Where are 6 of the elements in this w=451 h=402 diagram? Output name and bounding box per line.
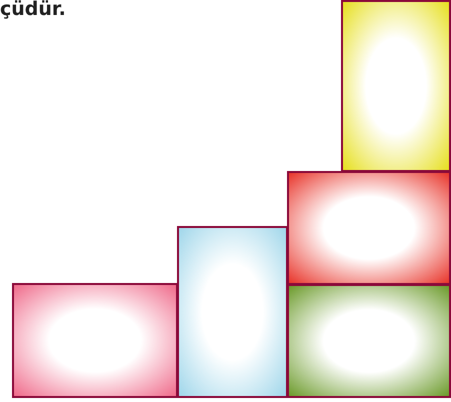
gradient-box	[341, 0, 451, 172]
gradient-box	[12, 283, 178, 398]
gradient-box	[177, 226, 288, 398]
gradient-box	[287, 284, 451, 398]
heading-text: çüdür.	[0, 0, 66, 20]
gradient-box	[287, 171, 451, 285]
